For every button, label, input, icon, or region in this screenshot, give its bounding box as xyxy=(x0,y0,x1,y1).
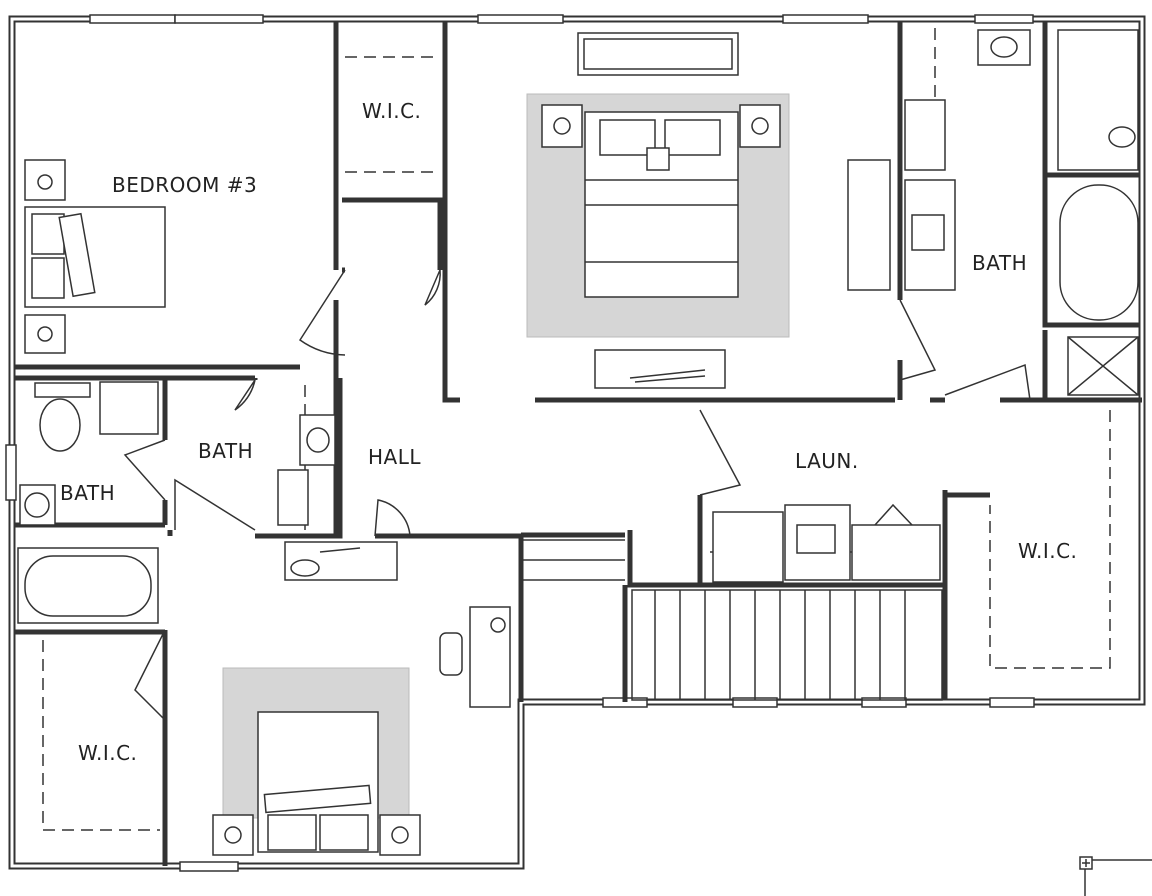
corner-marker-icon xyxy=(1079,856,1152,896)
interior-walls xyxy=(15,22,1142,866)
master-bath-fixtures xyxy=(904,29,1139,396)
laundry-fixtures xyxy=(712,503,941,583)
stairs xyxy=(521,539,943,701)
room-label-hall: HALL xyxy=(368,445,421,469)
windows xyxy=(5,14,1035,872)
room-label-bath-center: BATH xyxy=(198,439,253,463)
bedroom3-bed xyxy=(24,159,166,354)
room-label-bath-left: BATH xyxy=(60,481,115,505)
hall-bath-fixtures xyxy=(17,381,336,624)
master-bed xyxy=(541,32,891,389)
doors xyxy=(123,269,1031,721)
room-label-bath-master: BATH xyxy=(972,251,1027,275)
room-label-wic-top: W.I.C. xyxy=(362,99,421,123)
room-label-laundry: LAUN. xyxy=(795,449,859,473)
room-label-wic-right: W.I.C. xyxy=(1018,539,1077,563)
room-label-bedroom3: BEDROOM #3 xyxy=(112,173,257,197)
room-label-wic-bottom: W.I.C. xyxy=(78,741,137,765)
bedroom2-furniture xyxy=(212,541,511,856)
